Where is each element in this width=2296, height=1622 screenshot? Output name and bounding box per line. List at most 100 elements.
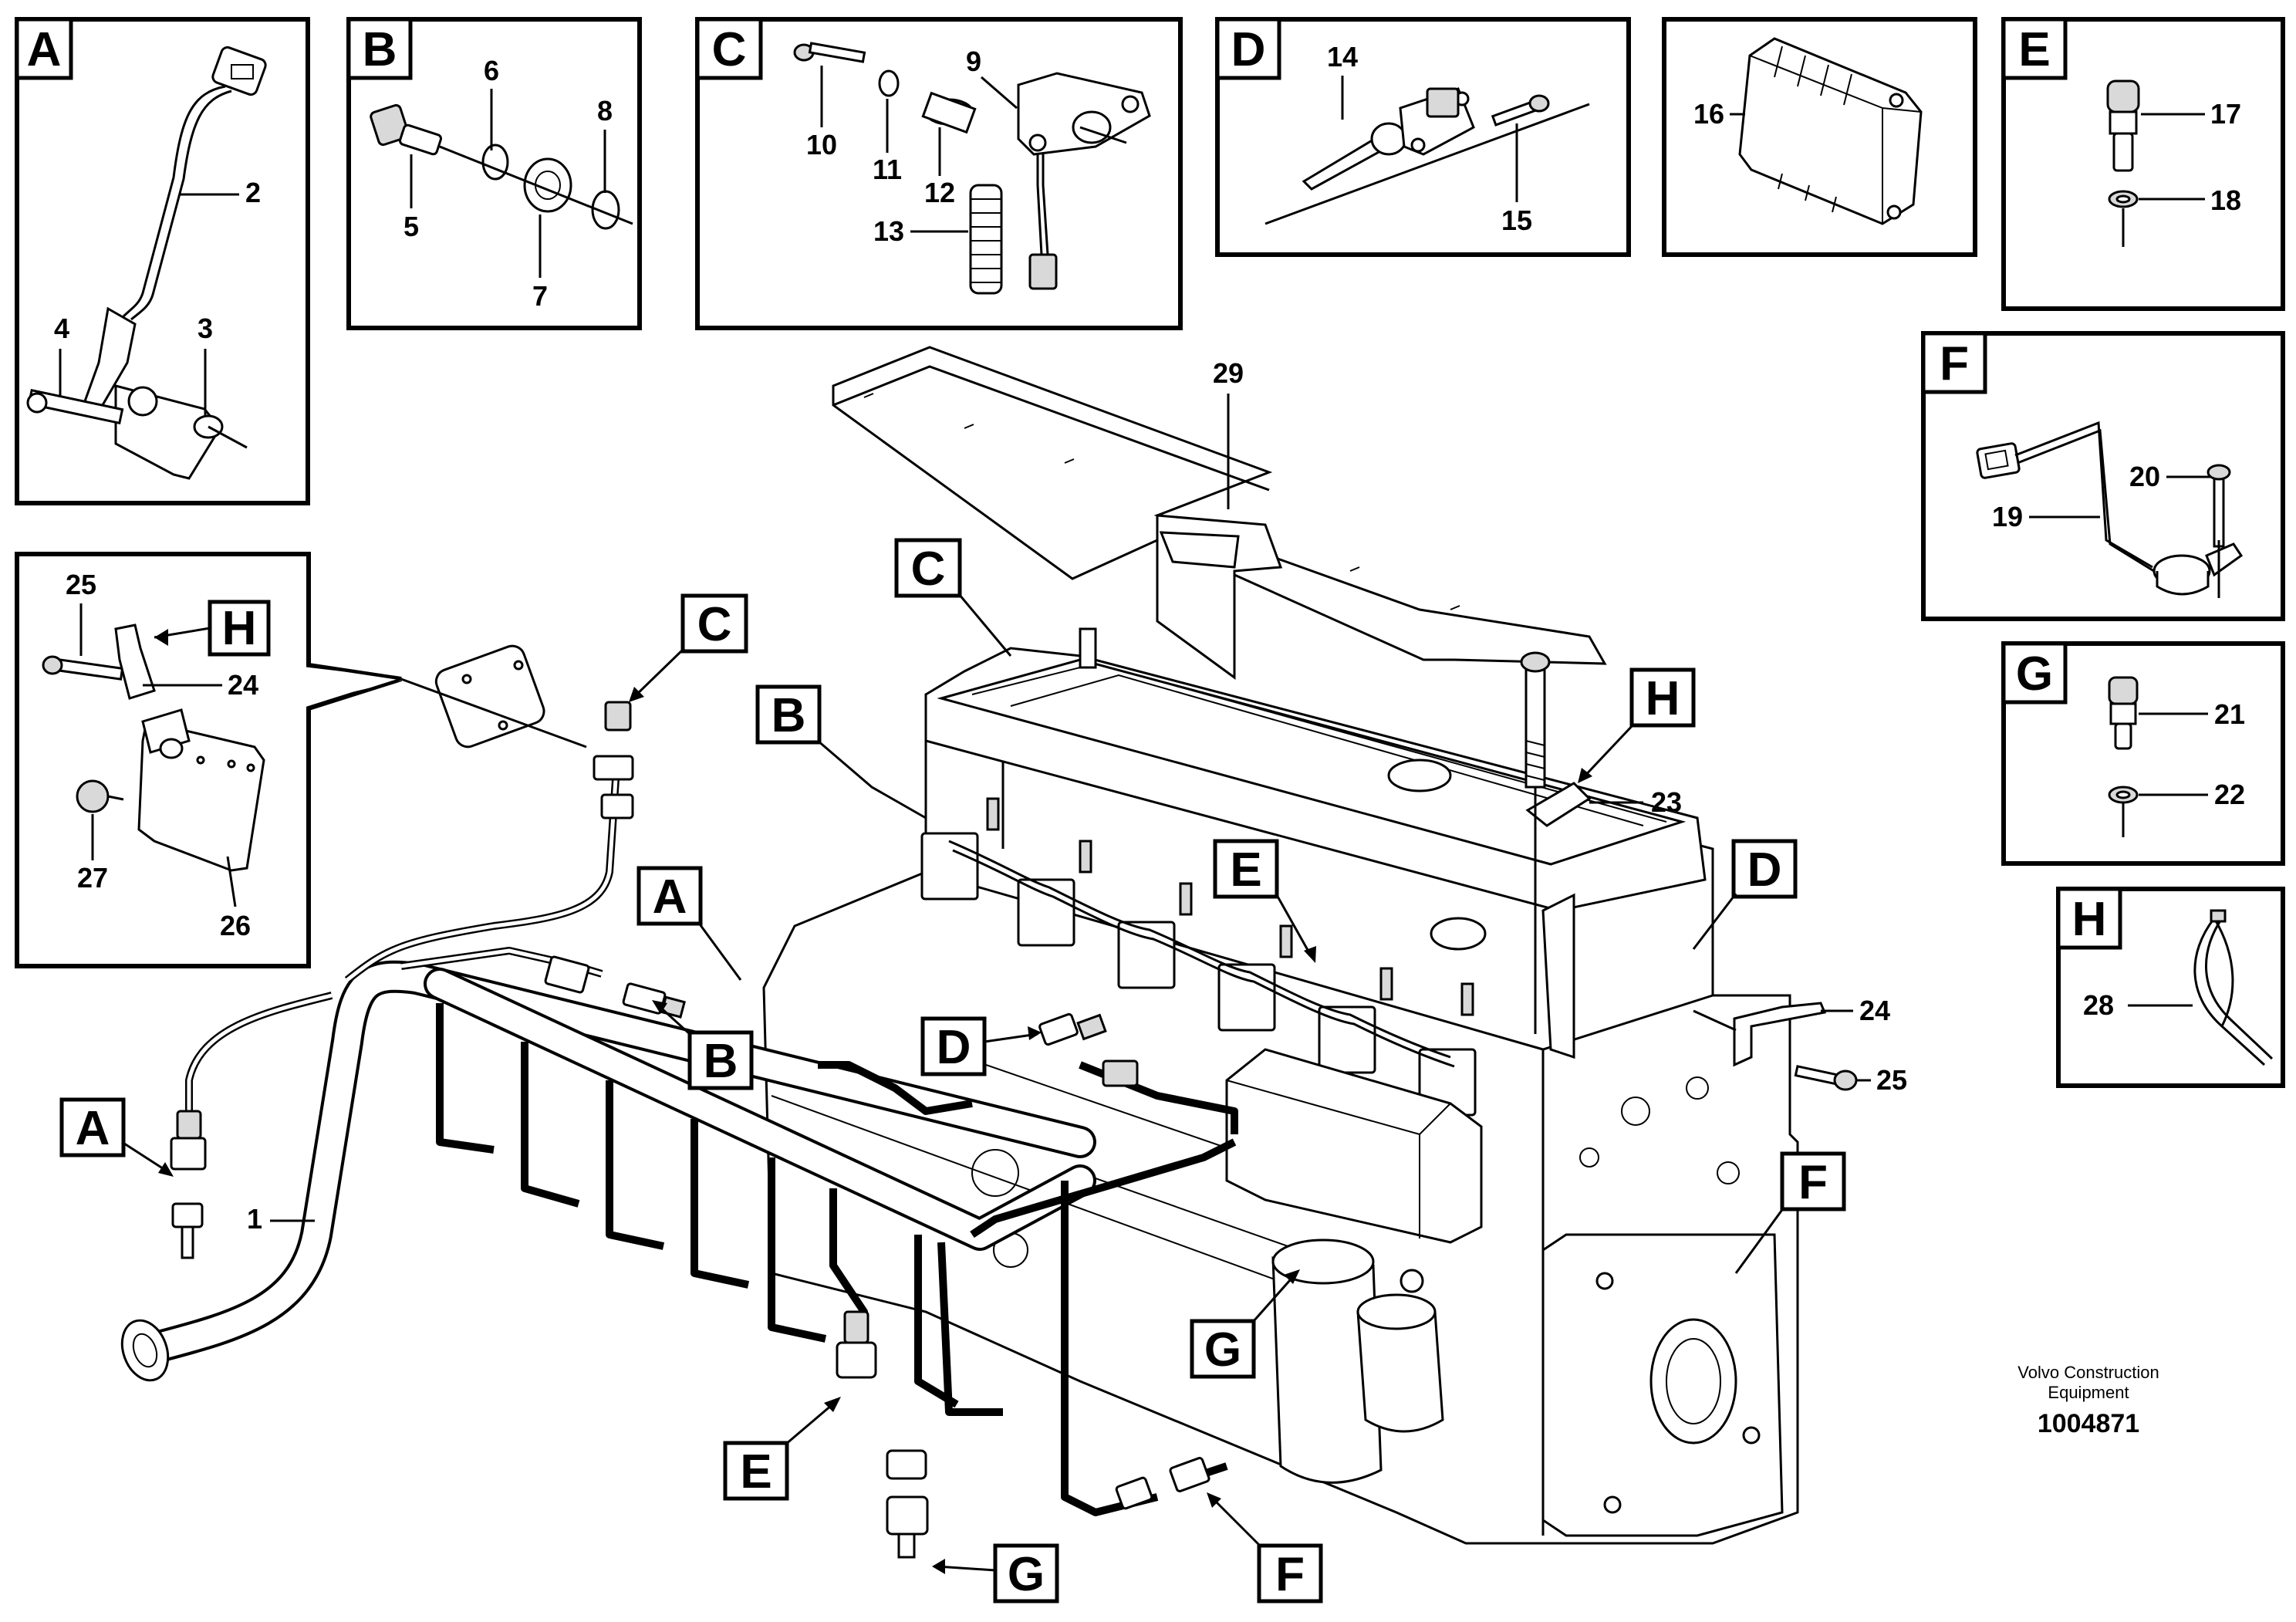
svg-text:D: D bbox=[1747, 843, 1782, 897]
bracket-tag: H bbox=[222, 602, 257, 655]
coolant-sensor-illustration bbox=[2106, 79, 2140, 247]
svg-text:D: D bbox=[937, 1021, 971, 1074]
part-number: 8 bbox=[597, 95, 613, 127]
part-number: 16 bbox=[1693, 98, 1724, 130]
part-number: 23 bbox=[1651, 786, 1682, 818]
injector-row bbox=[920, 797, 1477, 1117]
bolt-and-clamp bbox=[1520, 651, 1592, 1034]
panel-a-tag: A bbox=[27, 23, 62, 76]
bracket-illustration bbox=[42, 623, 265, 872]
credit-block: Volvo Construction Equipment 1004871 bbox=[2017, 1363, 2159, 1438]
part-number: 14 bbox=[1327, 41, 1358, 73]
svg-text:C: C bbox=[697, 598, 732, 651]
part-number: 26 bbox=[220, 910, 251, 941]
panel-g-tag: G bbox=[2016, 647, 2053, 701]
svg-text:F: F bbox=[1275, 1548, 1305, 1601]
cable-tie-illustration bbox=[2193, 909, 2274, 1066]
panel-ecu: 16 bbox=[1662, 17, 1977, 257]
svg-text:A: A bbox=[653, 870, 687, 924]
part-number: 15 bbox=[1501, 204, 1532, 236]
part-number: 20 bbox=[2129, 461, 2160, 492]
wiring-harness bbox=[120, 755, 1238, 1516]
crankshaft-sensor-illustration bbox=[1976, 421, 2244, 598]
panel-c-tag: C bbox=[712, 23, 747, 76]
svg-text:E: E bbox=[740, 1445, 772, 1499]
part-number: 24 bbox=[1859, 995, 1890, 1026]
panel-b-tag: B bbox=[363, 23, 397, 76]
heat-shield bbox=[832, 346, 1607, 680]
part-number: 5 bbox=[403, 211, 419, 242]
panel-e-tag: E bbox=[2018, 23, 2050, 76]
callout-a-top: A bbox=[636, 866, 742, 981]
panel-d-tag: D bbox=[1231, 23, 1266, 76]
callout-g-bottom: G bbox=[932, 1543, 1059, 1603]
callout-b-harness: B bbox=[652, 1000, 754, 1090]
part-number: 25 bbox=[1876, 1064, 1907, 1096]
part-number: 6 bbox=[484, 55, 499, 86]
svg-text:C: C bbox=[911, 542, 946, 596]
callout-d-center: D bbox=[920, 1016, 1042, 1076]
part-number: 21 bbox=[2214, 698, 2245, 730]
temperature-sensor-illustration bbox=[370, 103, 633, 230]
speed-sensor-illustration bbox=[793, 42, 1151, 295]
callout-c-top: C bbox=[894, 538, 1012, 657]
part-number: 25 bbox=[66, 569, 96, 600]
part-number: 17 bbox=[2210, 98, 2241, 130]
bracket-24 bbox=[1693, 1002, 1858, 1091]
part-number: 7 bbox=[532, 280, 548, 312]
panel-a: A 2 4 3 bbox=[15, 17, 310, 505]
part-number: 24 bbox=[228, 669, 258, 701]
panel-d: D 14 15 bbox=[1215, 17, 1631, 257]
panel-c: C 9 10 11 12 13 bbox=[695, 17, 1183, 330]
callout-e-center: E bbox=[1213, 839, 1316, 963]
callout-a-left: A bbox=[59, 1097, 174, 1177]
svg-text:G: G bbox=[1008, 1548, 1045, 1601]
oil-pressure-sensor-illustration bbox=[2108, 676, 2139, 837]
part-number: 29 bbox=[1213, 357, 1244, 389]
panel-h: H 28 bbox=[2056, 887, 2285, 1088]
panel-h-tag: H bbox=[2072, 893, 2107, 946]
cylinder-head bbox=[924, 627, 1707, 1059]
panel-bracket: H 25 24 27 26 bbox=[15, 552, 407, 968]
panel-f-tag: F bbox=[1940, 337, 1969, 390]
camshaft-sensor-illustration bbox=[26, 46, 267, 480]
part-number: 1 bbox=[247, 1203, 262, 1235]
part-number: 3 bbox=[198, 313, 213, 344]
panel-g: G 21 22 bbox=[2001, 641, 2285, 866]
pressure-sensor-illustration bbox=[1264, 87, 1590, 225]
ecu-illustration bbox=[1738, 37, 1923, 225]
callout-b-top: B bbox=[755, 684, 927, 819]
svg-text:A: A bbox=[76, 1102, 110, 1155]
panel-e: E 17 18 bbox=[2001, 17, 2285, 311]
callout-c-harness: C bbox=[629, 593, 748, 702]
callout-f-bottom: F bbox=[1207, 1492, 1323, 1603]
credit-line-2: Equipment bbox=[2048, 1383, 2129, 1402]
part-number: 19 bbox=[1992, 501, 2023, 532]
callout-e-bottom: E bbox=[723, 1397, 841, 1501]
callout-g-center: G bbox=[1190, 1269, 1300, 1379]
cover-plate bbox=[400, 644, 587, 748]
part-number: 22 bbox=[2214, 779, 2245, 810]
panel-b: B 6 8 5 7 bbox=[346, 17, 642, 330]
part-number: 12 bbox=[924, 177, 955, 208]
part-number: 2 bbox=[245, 177, 261, 208]
part-number: 11 bbox=[873, 154, 902, 185]
callout-d-right: D bbox=[1692, 839, 1798, 950]
svg-text:B: B bbox=[772, 689, 806, 742]
part-number: 27 bbox=[77, 862, 108, 894]
harness-sensors bbox=[170, 701, 1210, 1559]
part-number: 10 bbox=[806, 129, 837, 161]
svg-text:H: H bbox=[1646, 672, 1680, 725]
svg-text:E: E bbox=[1230, 843, 1261, 897]
svg-text:B: B bbox=[704, 1035, 738, 1088]
part-number: 28 bbox=[2083, 989, 2114, 1021]
part-number: 9 bbox=[966, 46, 981, 77]
part-number: 18 bbox=[2210, 184, 2241, 216]
main-assembly: 29 bbox=[59, 346, 1907, 1603]
svg-text:F: F bbox=[1798, 1156, 1828, 1209]
panel-f: F 20 19 bbox=[1921, 331, 2285, 621]
callout-f-right: F bbox=[1734, 1151, 1846, 1274]
callout-h-main: H bbox=[1578, 667, 1696, 783]
document-number: 1004871 bbox=[2038, 1409, 2139, 1438]
